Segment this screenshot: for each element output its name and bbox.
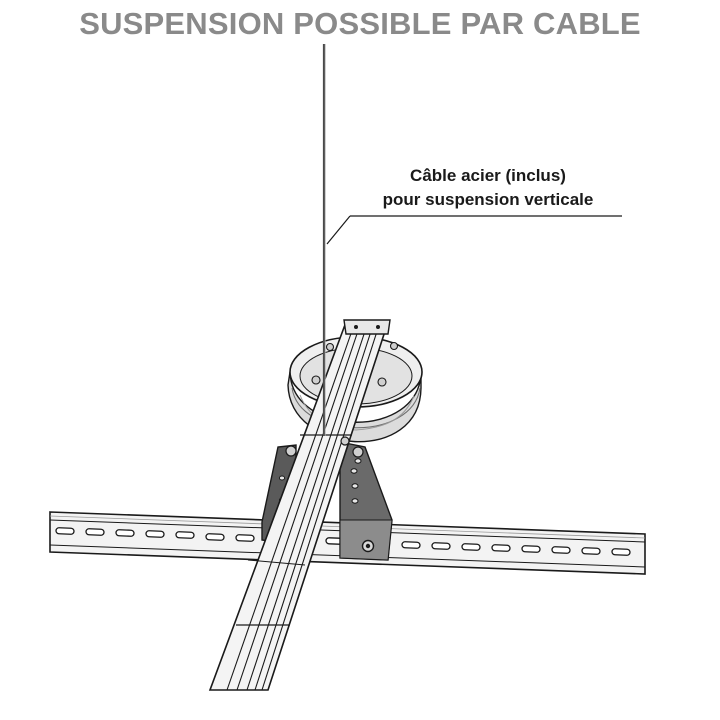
mounting-bracket [261, 441, 393, 561]
aluminium-track [208, 319, 391, 691]
cable-callout-label-line-1: Câble acier (inclus) [410, 166, 566, 185]
rail-slots [55, 527, 631, 556]
cable-callout-label-line-2: pour suspension verticale [382, 190, 594, 209]
steel-cable [322, 44, 326, 436]
bolt-icon [361, 539, 375, 553]
callout-leader [326, 215, 622, 245]
page-title: SUSPENSION POSSIBLE PAR CABLE [79, 6, 641, 41]
bolt-icon [285, 436, 364, 458]
